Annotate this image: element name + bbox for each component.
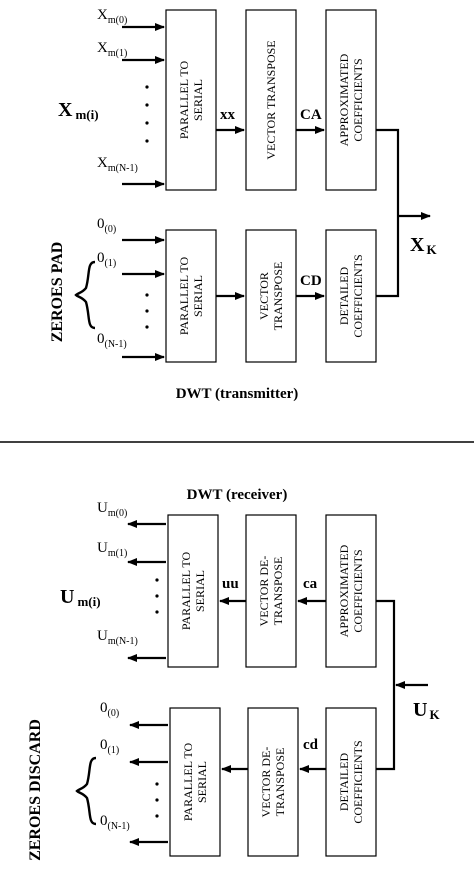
zero-output-label-n1: 0(N-1): [100, 813, 130, 832]
signal-label-ca-rx: ca: [303, 576, 318, 592]
block-label-detailed-coefficients-rx: DETAILEDCOEFFICIENTS: [337, 740, 365, 823]
block-label-vector-transpose-top: VECTOR TRANSPOSE: [264, 40, 278, 159]
signal-label-xx: xx: [220, 107, 236, 123]
block-label-approximated-coefficients-rx: APPROXIMATEDCOEFFICIENTS: [337, 544, 365, 637]
signal-label-uu: uu: [222, 576, 239, 592]
block-parallel-to-serial-bottom: [165, 229, 217, 363]
block-vector-de-transpose-bottom: [247, 707, 299, 857]
block-label-parallel-to-serial-bottom: PARALLEL TOSERIAL: [177, 257, 205, 336]
block-approximated-coefficients-tx: [325, 9, 377, 191]
input-label-xmn1: Xm(N-1): [97, 155, 138, 174]
block-vector-transpose-bottom: [245, 229, 297, 363]
output-label-um0: Um(0): [97, 500, 127, 519]
signal-label-cd: CD: [300, 273, 322, 289]
ellipsis-dots-zeroes-pad: [145, 293, 149, 329]
block-label-vector-transpose-bottom: VECTORTRANSPOSE: [257, 262, 285, 331]
transmitter-title: DWT (transmitter): [176, 386, 299, 402]
block-detailed-coefficients-rx: [325, 707, 377, 857]
zeroes-pad-label: ZEROES PAD: [49, 242, 66, 343]
block-vector-de-transpose-top: [245, 514, 297, 668]
block-approximated-coefficients-rx: [325, 514, 377, 668]
zero-output-label-0: 0(0): [100, 700, 119, 719]
signal-label-ca: CA: [300, 107, 322, 123]
block-label-vector-de-transpose-bottom: VECTOR DE-TRANSPOSE: [259, 747, 287, 818]
split-wire-rx: [376, 599, 396, 771]
input-label-xm1: Xm(1): [97, 40, 127, 59]
ellipsis-dots-zeroes-discard: [155, 782, 159, 818]
zero-input-label-0: 0(0): [97, 216, 116, 235]
zeroes-discard-label: ZEROES DISCARD: [27, 719, 44, 861]
zero-output-label-1: 0(1): [100, 737, 119, 756]
block-parallel-to-serial-top: [165, 9, 217, 191]
block-label-detailed-coefficients-tx: DETAILEDCOEFFICIENTS: [337, 254, 365, 337]
output-label-um1: Um(1): [97, 540, 127, 559]
zero-input-label-n1: 0(N-1): [97, 331, 127, 350]
ellipsis-dots-rx-top: [155, 578, 159, 614]
output-label-umn1: Um(N-1): [97, 628, 138, 647]
ellipsis-dots-top: [145, 85, 149, 143]
block-detailed-coefficients-tx: [325, 229, 377, 363]
block-parallel-to-serial-rx-top: [167, 514, 219, 668]
brace-icon-zeroes-discard: [75, 756, 97, 826]
block-label-parallel-to-serial-rx-top: PARALLEL TOSERIAL: [179, 552, 207, 631]
block-parallel-to-serial-rx-bottom: [169, 707, 221, 857]
signal-label-cd-rx: cd: [303, 737, 319, 753]
input-label-xm0: Xm(0): [97, 7, 127, 26]
block-label-parallel-to-serial-rx-bottom: PARALLEL TOSERIAL: [181, 743, 209, 822]
block-vector-transpose-top: [245, 9, 297, 191]
block-label-approximated-coefficients-tx: APPROXIMATEDCOEFFICIENTS: [337, 53, 365, 146]
zero-input-label-1: 0(1): [97, 250, 116, 269]
block-label-vector-de-transpose-top: VECTOR DE-TRANSPOSE: [257, 556, 285, 627]
block-label-parallel-to-serial-top: PARALLEL TOSERIAL: [177, 61, 205, 140]
brace-icon-zeroes-pad: [74, 260, 96, 330]
combine-wire-tx: [376, 128, 400, 298]
receiver-title: DWT (receiver): [187, 487, 288, 503]
